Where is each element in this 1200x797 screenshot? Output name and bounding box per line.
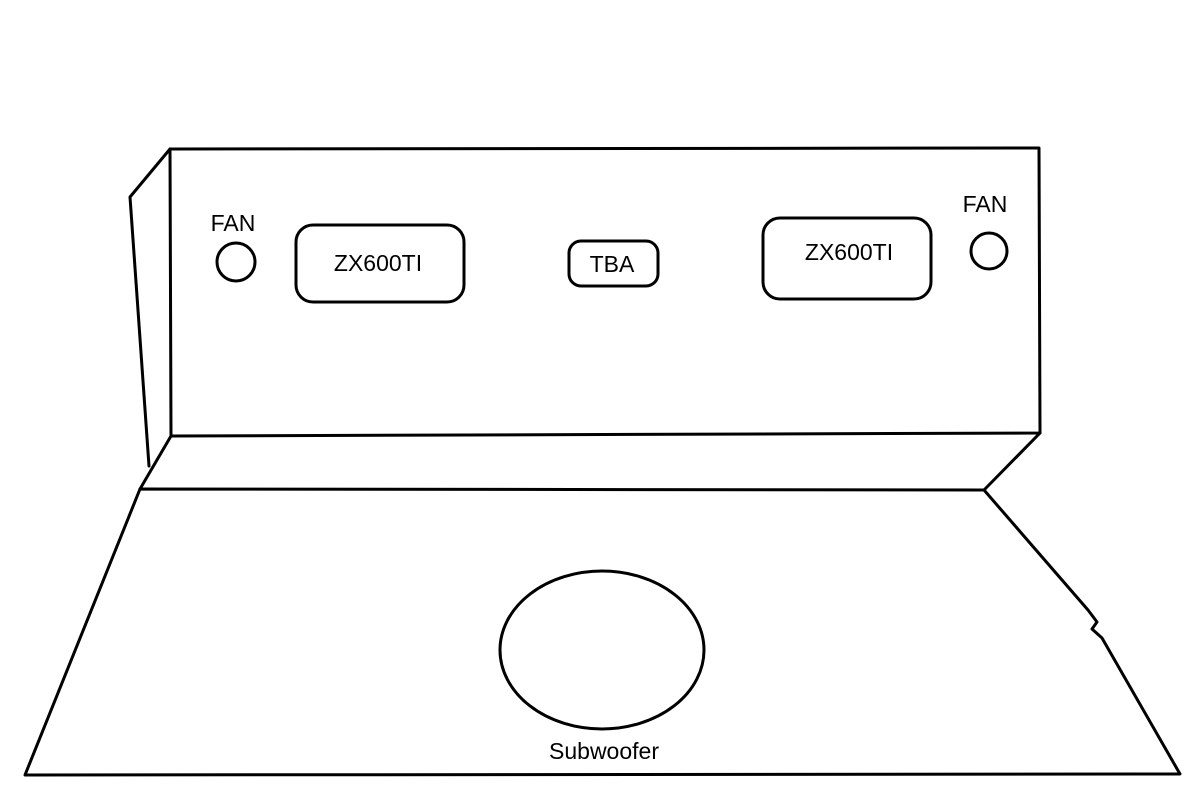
amp-right-label: ZX600TI	[805, 239, 893, 265]
subwoofer-circle	[498, 569, 706, 731]
amp-left-module	[294, 223, 466, 304]
rack-underside-band	[138, 431, 1042, 492]
rack-left-face	[128, 147, 172, 468]
amp-right-module	[761, 216, 933, 301]
fan-right-circle-icon	[969, 231, 1009, 271]
amp-left-label: ZX600TI	[334, 250, 422, 276]
fan-left-label: FAN	[211, 210, 256, 236]
center-module-label: TBA	[590, 251, 635, 277]
subwoofer-label: Subwoofer	[549, 738, 659, 764]
fan-right-label: FAN	[963, 191, 1008, 217]
center-module	[567, 239, 660, 288]
fan-left-circle-icon	[215, 241, 257, 283]
